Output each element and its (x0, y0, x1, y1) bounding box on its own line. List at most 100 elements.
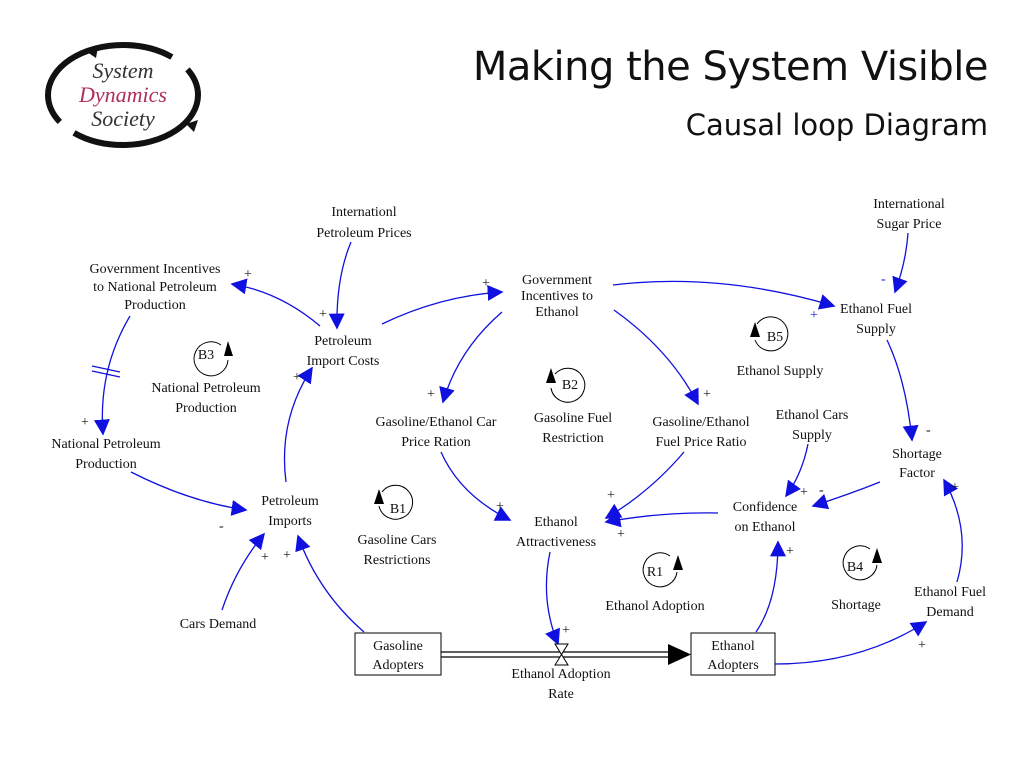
polarity-plus: + (562, 623, 570, 638)
logo-line-2: Dynamics (78, 82, 167, 107)
node-petroleum-imports: Petroleum Imports (261, 494, 319, 529)
node-label-line: Ethanol (535, 305, 579, 320)
stock-label-line: Gasoline (373, 639, 423, 654)
stock-label-line: Adopters (707, 658, 758, 673)
node-label-line: Attractiveness (516, 535, 596, 550)
polarity-plus: + (261, 550, 269, 565)
polarity-plus: + (607, 488, 615, 503)
loop-marker-b5: B5 Ethanol Supply (737, 316, 824, 379)
logo-line-3: Society (91, 106, 155, 131)
polarity-plus: + (951, 480, 959, 495)
node-ethanol-fuel-supply: Ethanol Fuel Supply (840, 302, 912, 337)
link-cars-supply-to-confidence (785, 443, 809, 498)
loop-arrowhead-icon (546, 368, 556, 383)
link-imports-to-import-costs (283, 366, 313, 483)
node-label-line: Production (124, 298, 185, 313)
loop-arrowhead-icon (872, 548, 882, 563)
node-gov-incentives-national: Government Incentives to National Petrol… (89, 262, 220, 313)
polarity-plus: + (427, 387, 435, 402)
loop-marker-b4: B4 Shortage (831, 545, 882, 613)
link-gasoline-adopters-to-imports (295, 534, 365, 633)
link-import-costs-to-gov-incentives-national (230, 278, 321, 327)
link-confidence-to-attractiveness (604, 511, 719, 528)
link-gov-national-to-national-production (93, 315, 131, 436)
node-label-line: Fuel Price Ratio (656, 435, 747, 450)
node-label-line: Gasoline/Ethanol (652, 415, 749, 430)
logo-line-1: System (92, 58, 153, 83)
loop-arrowhead-icon (374, 489, 384, 504)
loop-id: B5 (767, 330, 783, 345)
node-label-line: Sugar Price (877, 217, 942, 232)
valve-icon (554, 643, 569, 666)
loop-marker-r1: R1 Ethanol Adoption (605, 552, 705, 614)
link-fuel-demand-to-shortage (943, 478, 963, 583)
polarity-plus: + (283, 548, 291, 563)
link-ethanol-adopters-to-confidence (755, 540, 786, 633)
link-import-costs-to-gov-incentives-ethanol (381, 284, 504, 325)
node-label-line: Ethanol Fuel (840, 302, 912, 317)
loop-arrow-icon (754, 316, 789, 352)
node-label-line: Ethanol Cars (776, 408, 849, 423)
loop-arrow-icon (193, 341, 229, 377)
node-cars-demand: Cars Demand (180, 617, 257, 632)
polarity-plus: + (800, 485, 808, 500)
loop-id: B1 (390, 502, 406, 517)
link-gov-ethanol-to-ethanol-fuel-supply (612, 280, 836, 310)
node-intl-petroleum-prices: Internationl Petroleum Prices (316, 205, 411, 241)
polarity-plus: + (810, 308, 818, 323)
polarity-plus: + (482, 276, 490, 291)
node-label-line: to National Petroleum (93, 280, 217, 295)
node-label-line: Cars Demand (180, 617, 257, 632)
logo-ring (45, 42, 201, 148)
loop-label: Gasoline Cars (358, 533, 437, 548)
node-label-line: Supply (792, 428, 832, 443)
link-fuel-price-to-attractiveness (604, 451, 685, 519)
link-gov-ethanol-to-car-price-ratio (439, 311, 503, 404)
loop-label: Restrictions (364, 553, 431, 568)
link-intl-prices-to-import-costs (328, 241, 352, 330)
stock-ethanol-adopters: Ethanol Adopters (690, 632, 776, 676)
polarity-plus: + (293, 370, 301, 385)
loop-id: B4 (847, 560, 863, 575)
node-label-line: Imports (268, 514, 312, 529)
logo-arrow-icon (186, 120, 198, 132)
node-gas-eth-car-price-ratio: Gasoline/Ethanol Car Price Ration (376, 415, 497, 450)
stock-label-line: Adopters (372, 658, 423, 673)
link-sugar-price-to-ethanol-fuel-supply (892, 232, 909, 294)
node-label-line: National Petroleum (51, 437, 160, 452)
loop-label: National Petroleum (151, 381, 260, 396)
node-label-line: Ethanol (534, 515, 578, 530)
node-label-line: Production (75, 457, 136, 472)
polarity-minus: - (219, 519, 224, 534)
node-label-line: Incentives to (521, 289, 593, 304)
node-label-line: Ethanol Adoption (511, 667, 610, 682)
stock-label-line: Ethanol (711, 639, 755, 654)
node-label-line: Government Incentives (89, 262, 220, 277)
link-gov-ethanol-to-fuel-price-ratio (613, 309, 699, 406)
slide-title: Making the System Visible (472, 44, 989, 90)
loop-label: Production (175, 401, 236, 416)
node-label-line: Government (522, 273, 592, 288)
delay-mark (91, 365, 121, 378)
loop-marker-b2: B2 Gasoline Fuel Restriction (534, 367, 612, 446)
node-label-line: Import Costs (307, 354, 380, 369)
node-ethanol-attractiveness: Ethanol Attractiveness (516, 515, 596, 550)
node-label-line: Ethanol Fuel (914, 585, 986, 600)
loop-marker-b3: B3 National Petroleum Production (151, 341, 261, 416)
node-label-line: Petroleum Prices (316, 226, 411, 241)
node-gas-eth-fuel-price-ratio: Gasoline/Ethanol Fuel Price Ratio (652, 415, 749, 450)
loop-label: Ethanol Supply (737, 364, 824, 379)
node-intl-sugar-price: International Sugar Price (873, 197, 945, 232)
node-label-line: Shortage (892, 447, 942, 462)
polarity-minus: - (819, 483, 824, 498)
link-car-price-to-attractiveness (440, 451, 512, 521)
node-ethanol-cars-supply: Ethanol Cars Supply (776, 408, 849, 443)
loop-label: Gasoline Fuel (534, 411, 612, 426)
loop-arrowhead-icon (750, 322, 760, 337)
polarity-plus: + (244, 267, 252, 282)
link-shortage-to-confidence (811, 481, 881, 510)
link-cars-demand-to-imports (221, 532, 266, 611)
loop-id: B2 (562, 378, 578, 393)
polarity-signs: + + + + + - + + + + + - - - + + + + + + … (81, 267, 959, 653)
polarity-plus: + (496, 499, 504, 514)
